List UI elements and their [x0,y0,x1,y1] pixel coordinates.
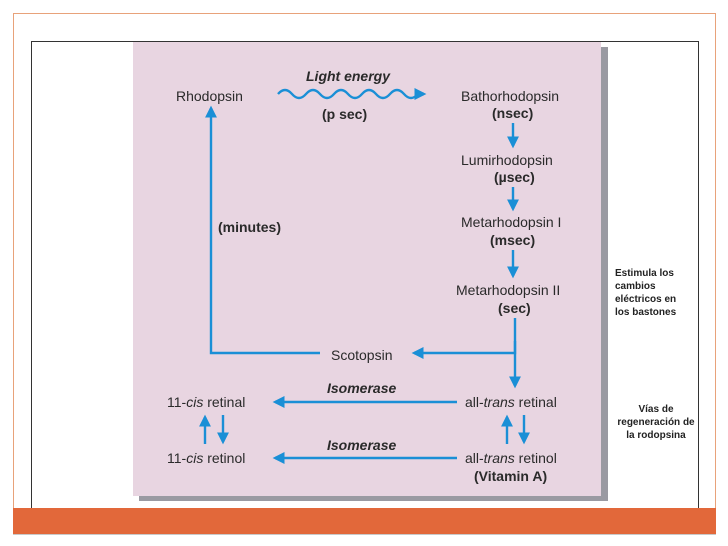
slide-frame-right [715,13,716,513]
p-sec-label: (p sec) [322,106,367,122]
bathorhodopsin-label: Bathorhodopsin [461,88,559,104]
mu-sec-label: (µsec) [494,169,535,185]
sec-label: (sec) [498,300,531,316]
slide-frame-top [13,13,716,14]
light-energy-label: Light energy [306,68,391,84]
scotopsin-label: Scotopsin [331,347,392,363]
msec-label: (msec) [490,232,535,248]
isomerase-bottom-label: Isomerase [327,437,396,453]
slide-accent-bar [13,508,716,534]
trans-retinal-label: all-trans retinal [465,394,557,410]
metarhodopsin-1-label: Metarhodopsin I [461,214,561,230]
vitamin-a-label: (Vitamin A) [474,468,547,484]
metarhodopsin-2-label: Metarhodopsin II [456,282,560,298]
arrow-to-scotopsin [411,341,517,359]
arrow-scotopsin-to-rhodopsin [205,105,320,355]
slide-frame-left [13,13,14,513]
isomerase-top-label: Isomerase [327,380,396,396]
lumirhodopsin-label: Lumirhodopsin [461,152,553,168]
slide-bottom-line [13,534,716,535]
cis-retinol-label: 11-cis retinol [167,450,245,466]
minutes-label: (minutes) [218,219,281,235]
trans-retinol-label: all-trans retinol [465,450,557,466]
rhodopsin-label: Rhodopsin [176,88,243,104]
light-wave-arrow [277,88,427,100]
nsec-label: (nsec) [492,105,533,121]
electrical-changes-note: Estimula los cambios eléctricos en los b… [615,268,677,318]
cis-retinal-label: 11-cis retinal [167,394,245,410]
regeneration-pathway-note: Vías de regeneración de la rodopsina [617,404,695,441]
